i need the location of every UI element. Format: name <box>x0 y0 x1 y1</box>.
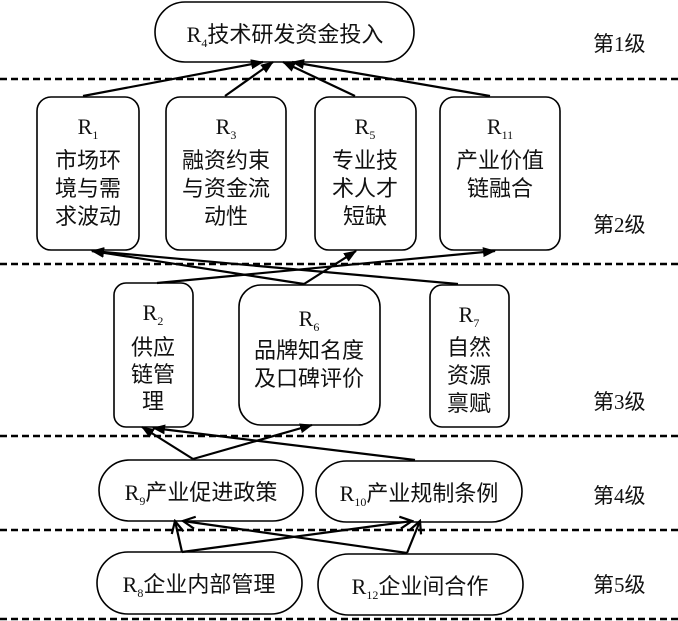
node-r1-line-3: 求波动 <box>55 204 121 229</box>
level-label-3: 第3级 <box>593 390 646 414</box>
node-r3-line-2: 与资金流 <box>182 176 270 201</box>
node-r6-line-2: 及口碑评价 <box>254 366 364 391</box>
level-separators <box>0 77 678 621</box>
node-r3-line-3: 动性 <box>204 204 248 229</box>
node-r6-line-1: 品牌知名度 <box>254 338 364 363</box>
level-label-4: 第4级 <box>593 484 646 508</box>
edge-r7-to-r1 <box>91 247 459 286</box>
node-r10-text: R10产业规制条例 <box>340 481 499 509</box>
node-r1-id: R1 <box>78 114 99 142</box>
level-label-1: 第1级 <box>593 32 646 56</box>
node-r5-line-3: 短缺 <box>343 204 387 229</box>
node-r7-line-2: 资源 <box>447 363 491 388</box>
node-r9-text: R9产业促进政策 <box>125 480 278 508</box>
edge-r6-to-r5 <box>303 250 357 285</box>
node-r4: R4技术研发资金投入 <box>154 1 415 63</box>
node-r12: R12企业间合作 <box>317 553 524 616</box>
node-r2: R2 供应 链管 理 <box>113 282 194 428</box>
node-r4-text: R4技术研发资金投入 <box>187 22 384 50</box>
node-r2-id: R2 <box>143 300 164 328</box>
node-r11-line-1: 产业价值 <box>456 148 544 173</box>
node-r6: R6 品牌知名度 及口碑评价 <box>238 284 381 426</box>
edge-r9-to-r6 <box>192 423 313 461</box>
node-r8-text: R8企业内部管理 <box>123 572 276 600</box>
edge-r10-to-r2 <box>152 424 416 462</box>
node-r8-shape <box>96 551 303 615</box>
node-r1-shape <box>36 96 140 251</box>
node-r4-label: 技术研发资金投入 <box>207 22 383 47</box>
node-r5-id: R5 <box>355 114 376 142</box>
node-r2-line-2: 链管 <box>131 362 175 387</box>
node-r5-line-1: 专业技 <box>332 148 398 173</box>
node-r7-line-1: 自然 <box>447 335 491 360</box>
node-r3: R3 融资约束 与资金流 动性 <box>165 96 287 251</box>
node-r7: R7 自然 资源 禀赋 <box>429 284 510 428</box>
node-r1-line-2: 境与需 <box>55 176 121 201</box>
edge-r6-to-r1 <box>91 247 305 286</box>
node-r6-id: R6 <box>299 306 320 334</box>
node-r11-id: R11 <box>487 114 513 142</box>
node-r11-shape <box>439 96 561 251</box>
edge-r2-to-r11 <box>156 247 496 285</box>
node-r2-line-3: 理 <box>142 389 164 414</box>
node-r3-shape <box>165 96 287 251</box>
node-r4-symbol: R <box>187 22 202 47</box>
node-r1-line-1: 市场环 <box>55 148 121 173</box>
level-labels: 第1级 第2级 第3级 第4级 第5级 <box>593 32 646 597</box>
edge-r12-to-r9 <box>183 521 408 555</box>
node-r1: R1 市场环 境与需 求波动 <box>36 96 140 251</box>
node-r8: R8企业内部管理 <box>96 551 303 615</box>
level-label-5: 第5级 <box>593 573 646 597</box>
edge-r9-to-r2 <box>141 426 194 460</box>
edge-r11-to-r4 <box>291 59 491 98</box>
node-r2-line-1: 供应 <box>131 335 175 360</box>
node-r4-index: 4 <box>201 36 207 50</box>
edge-r1-to-r4 <box>82 59 264 98</box>
edge-r3-to-r4 <box>224 61 274 97</box>
edge-r8-to-r9 <box>175 521 182 553</box>
edge-r12-to-r10 <box>405 521 420 554</box>
node-r5: R5 专业技 术人才 短缺 <box>314 96 417 251</box>
node-r3-id: R3 <box>216 114 237 142</box>
node-r11-line-2: 链融合 <box>467 176 533 201</box>
level-label-2: 第2级 <box>593 213 646 237</box>
node-r7-line-3: 禀赋 <box>447 391 491 416</box>
node-r9: R9产业促进政策 <box>98 459 304 522</box>
node-r10: R10产业规制条例 <box>315 460 523 523</box>
edges <box>82 59 496 555</box>
node-r5-line-2: 术人才 <box>332 176 398 201</box>
node-r3-line-1: 融资约束 <box>182 148 270 173</box>
node-r9-shape <box>98 459 304 522</box>
node-r7-id: R7 <box>459 302 480 330</box>
node-r12-text: R12企业间合作 <box>352 574 489 602</box>
node-r5-shape <box>314 96 417 251</box>
node-r7-shape <box>429 284 510 428</box>
node-r11: R11 产业价值 链融合 <box>439 96 561 251</box>
node-r12-shape <box>317 553 524 616</box>
